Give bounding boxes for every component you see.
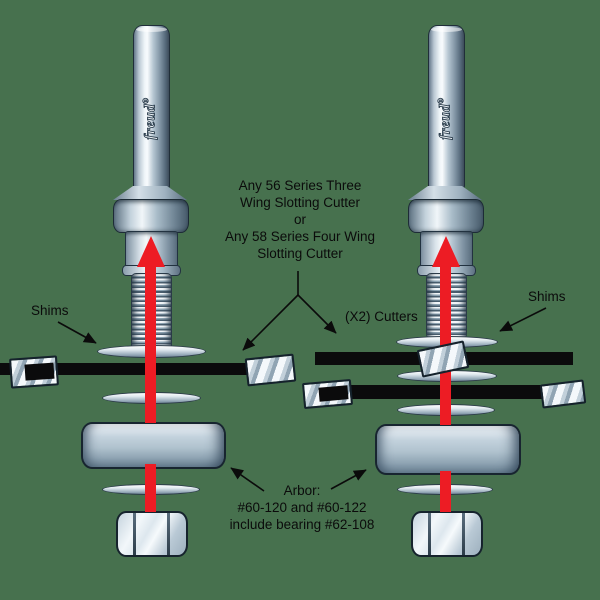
right-cutter-blade-lower [306, 385, 548, 399]
left-logo-registered-mark: ® [141, 97, 151, 104]
cutter-note-arrow-to-left-cutter [242, 294, 299, 351]
cutter-note-line-5: Slotting Cutter [257, 246, 343, 261]
left-nut-facet-line-1 [133, 513, 136, 555]
shims-label-left: Shims [31, 303, 69, 318]
left-cutter-blade [0, 363, 252, 375]
left-red-axis-line-upper [145, 260, 156, 423]
cutter-note-line-2: Wing Slotting Cutter [239, 195, 361, 210]
left-nut-facet-line-2 [167, 513, 170, 555]
left-cutter-tip-right [244, 353, 297, 387]
right-red-axis-line-upper [440, 260, 451, 425]
left-logo-text: freud [142, 103, 159, 140]
arbor-note-line-2: #60-120 and #60-122 [237, 500, 367, 515]
right-red-axis-line-lower [440, 471, 451, 512]
arbor-note-line-3: include bearing #62-108 [229, 517, 375, 532]
x2-cutters-label: (X2) Cutters [345, 309, 418, 324]
left-collar [113, 199, 189, 233]
shims-right-arrow [499, 307, 547, 332]
shims-left-arrow [57, 321, 97, 344]
right-logo-text: freud [437, 103, 454, 140]
shims-label-right: Shims [528, 289, 566, 304]
cutter-note-line-4: Any 58 Series Four Wing [224, 229, 376, 244]
cutter-note-arrow-to-right-cutters [297, 294, 337, 334]
left-cutter-tip-left-core [24, 362, 55, 381]
right-logo-registered-mark: ® [436, 97, 446, 104]
right-bearing [375, 424, 521, 475]
left-shank [133, 25, 170, 189]
right-collar [408, 199, 484, 233]
arbor-note-line-1: Arbor: [283, 483, 321, 498]
cutter-note-line-3: or [293, 212, 306, 227]
right-cutter-lower-tip-left [301, 378, 354, 410]
left-shank-taper [113, 186, 187, 200]
left-cutter-tip-left [9, 355, 59, 389]
right-nut-facet-line-2 [462, 513, 465, 555]
right-hex-nut [411, 511, 483, 557]
left-red-axis-line-lower [145, 464, 156, 512]
right-shank [428, 25, 465, 189]
right-freud-logo: freud® [436, 74, 454, 164]
left-freud-logo: freud® [141, 74, 159, 164]
right-nut-facet-line-1 [428, 513, 431, 555]
right-cutter-lower-tip-right [539, 379, 587, 409]
arbor-note: Arbor: #60-120 and #60-122 include beari… [208, 482, 396, 533]
left-bearing [81, 422, 226, 469]
right-shank-taper [408, 186, 482, 200]
right-cutter-lower-tip-left-core [318, 385, 349, 402]
left-hex-nut [116, 511, 188, 557]
cutter-series-note: Any 56 Series Three Wing Slotting Cutter… [200, 177, 400, 262]
cutter-note-line-1: Any 56 Series Three [238, 178, 362, 193]
